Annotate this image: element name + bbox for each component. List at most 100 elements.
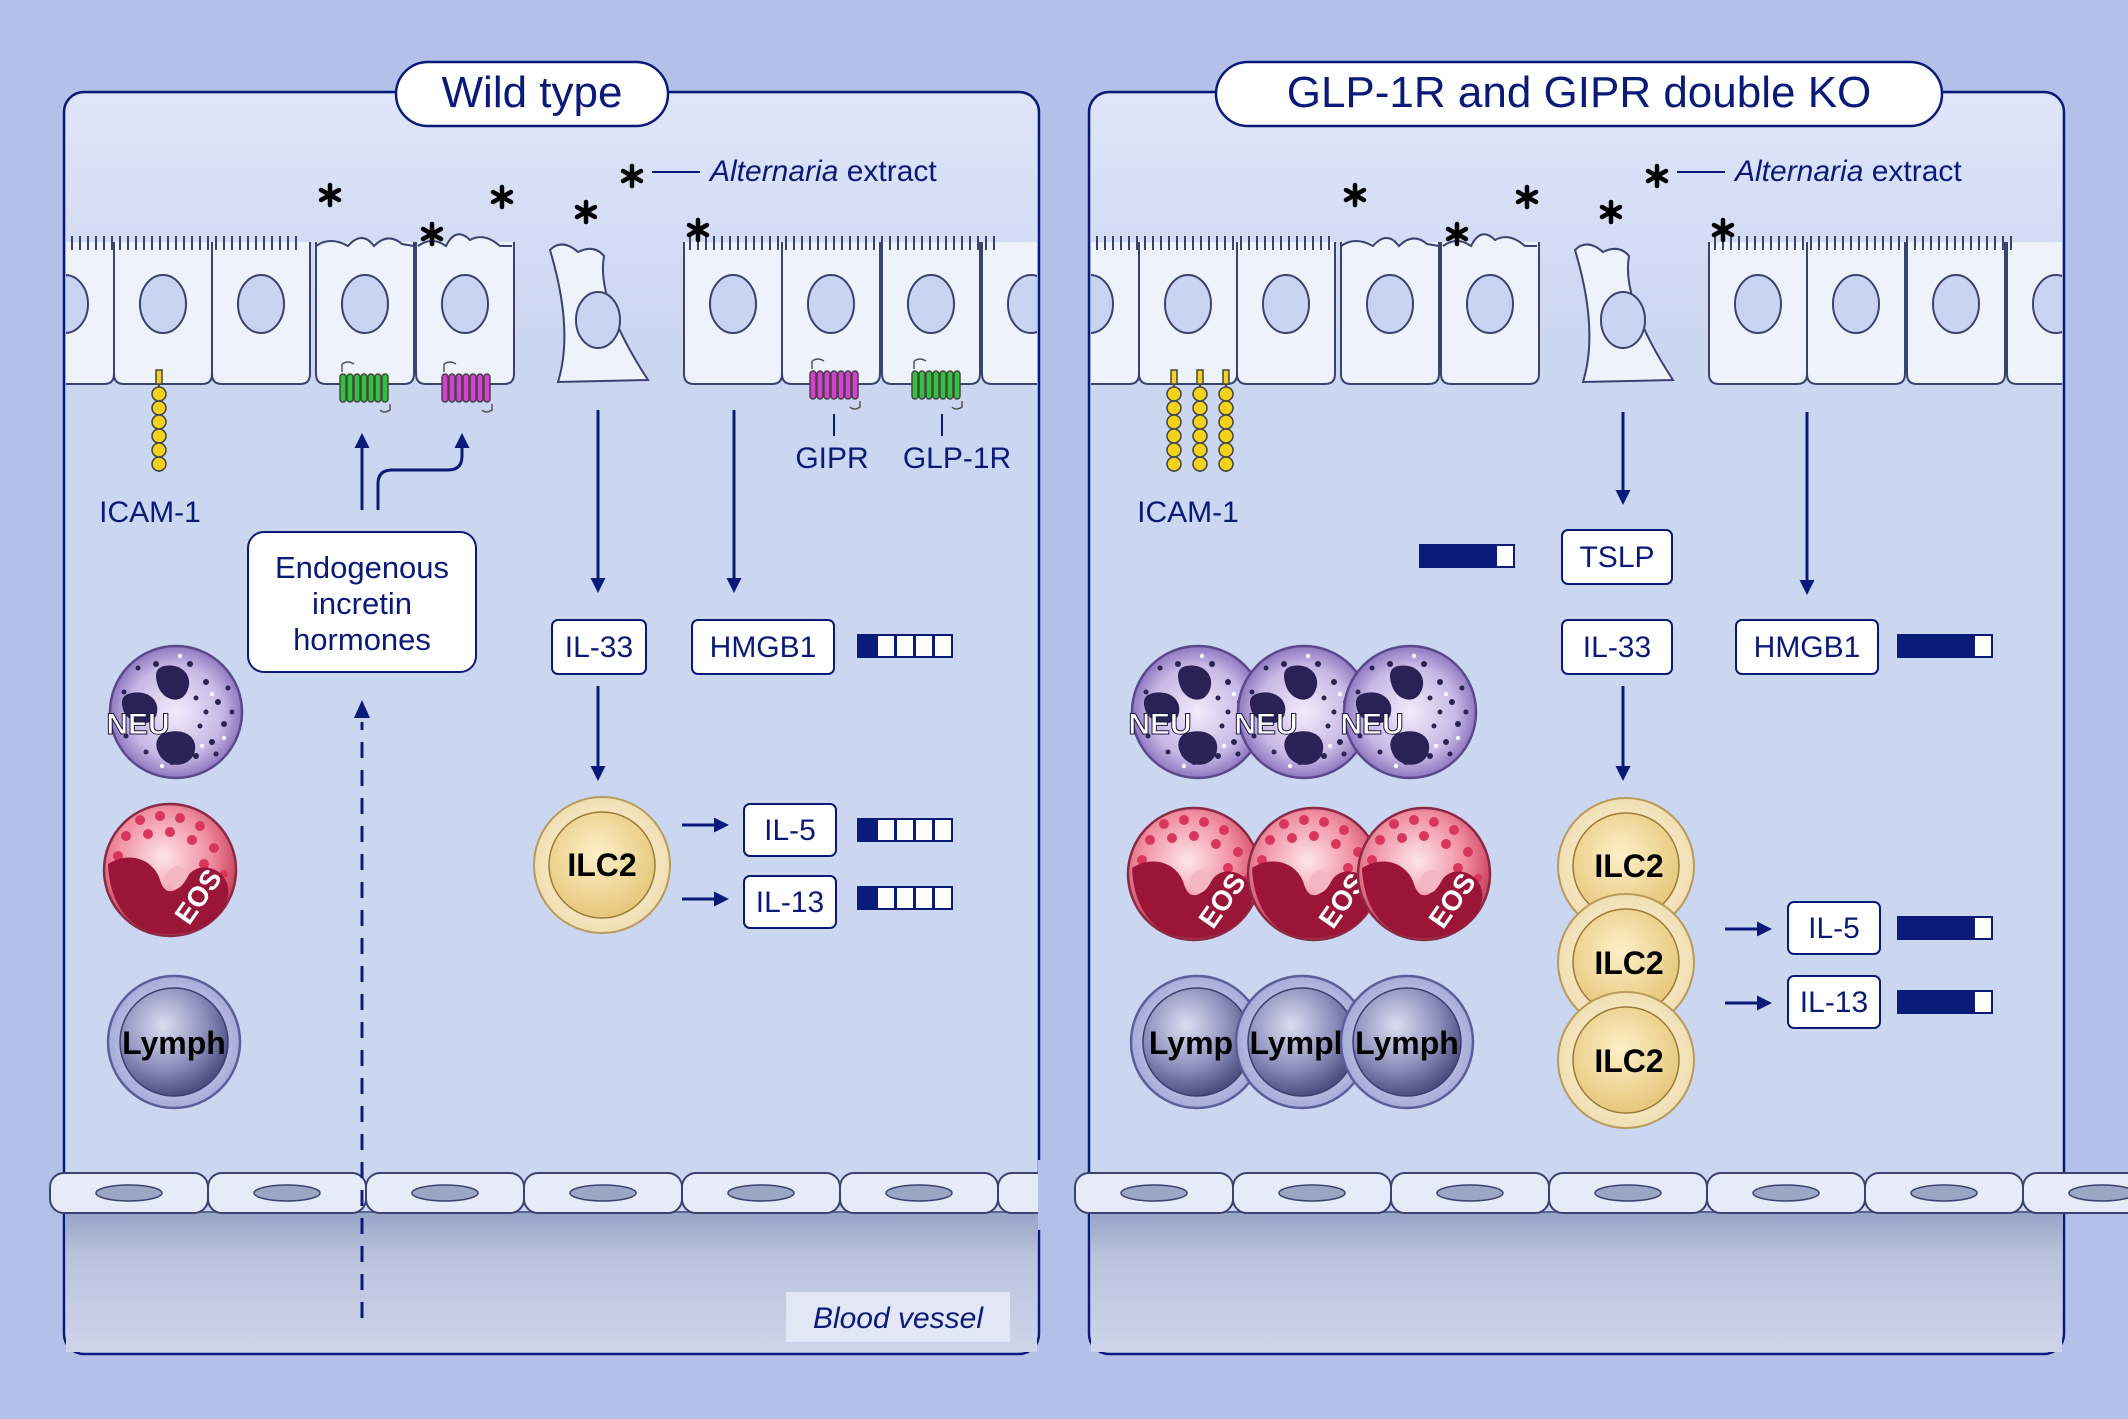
lymphocytes-right: Lymp Lympl Lymph (1129, 974, 1475, 1110)
neutrophils-right: NEU NEU NEU (1128, 644, 1478, 780)
incretin-box: Endogenous incretin hormones (247, 531, 477, 673)
hmgb1-level-right (1897, 634, 1993, 658)
il13-box-left: IL-13 (743, 875, 837, 929)
lymph-label: Lymph (1355, 1025, 1459, 1061)
level-square-empty (1973, 990, 1993, 1014)
eosinophils-right: EOS EOS EOS (1126, 806, 1492, 942)
neu-label: NEU (1340, 708, 1403, 741)
il13-label-left: IL-13 (756, 886, 824, 919)
incretin-line-1: Endogenous (275, 550, 449, 585)
level-square-empty (933, 634, 953, 658)
il5-label-right: IL-5 (1808, 912, 1860, 945)
il5-label-left: IL-5 (764, 814, 816, 847)
lymph-label: Lymp (1149, 1025, 1233, 1061)
level-square-empty (895, 818, 915, 842)
icam1-label-right: ICAM-1 (1137, 496, 1239, 529)
ilc2-label-left: ILC2 (567, 847, 636, 883)
level-square-empty (914, 634, 934, 658)
hmgb1-box-left: HMGB1 (691, 619, 835, 675)
il5-level-right (1897, 916, 1993, 940)
level-square-filled (1476, 544, 1496, 568)
arrows-right (1615, 412, 1815, 1011)
ilc2-label-right: ILC2 (1594, 945, 1663, 981)
tslp-label: TSLP (1579, 541, 1654, 574)
level-square-filled (1457, 544, 1477, 568)
alternaria-label-left: Alternaria extract (708, 155, 937, 188)
neutrophil-left: NEU (106, 644, 244, 780)
il33-box-left: IL-33 (551, 619, 647, 675)
level-square-filled (857, 886, 877, 910)
epithelium-left (66, 233, 1037, 386)
level-square-empty (876, 886, 896, 910)
panel-title-left: Wild type (442, 68, 623, 117)
il5-box-left: IL-5 (743, 803, 837, 857)
incretin-arrowhead (354, 700, 370, 718)
icam1-label-left: ICAM-1 (99, 496, 201, 529)
tslp-box-right: TSLP (1561, 529, 1673, 585)
hmgb1-label-right: HMGB1 (1754, 631, 1861, 664)
tslp-level (1419, 544, 1515, 568)
level-square-empty (914, 886, 934, 910)
lymph-label: Lymph (122, 1025, 226, 1061)
level-square-filled (857, 818, 877, 842)
incretin-line-2: incretin (312, 586, 412, 621)
level-square-filled (1954, 634, 1974, 658)
neu-label: NEU (106, 708, 169, 741)
il5-box-right: IL-5 (1787, 901, 1881, 955)
level-square-empty (895, 634, 915, 658)
panel-title-right: GLP-1R and GIPR double KO (1287, 68, 1872, 117)
gipr-label: GIPR (795, 442, 868, 475)
il33-label-left: IL-33 (565, 631, 633, 664)
il33-label-right: IL-33 (1583, 631, 1651, 664)
level-square-filled (1897, 990, 1917, 1014)
alternaria-label-right: Alternaria extract (1733, 155, 1962, 188)
level-square-empty (914, 818, 934, 842)
level-square-filled (1916, 916, 1936, 940)
il33-box-right: IL-33 (1561, 619, 1673, 675)
level-square-filled (1897, 916, 1917, 940)
level-square-empty (876, 818, 896, 842)
il13-level-right (1897, 990, 1993, 1014)
level-square-filled (1935, 634, 1955, 658)
level-square-filled (1419, 544, 1439, 568)
il5-level-left (857, 818, 953, 842)
title-left: Wild type (394, 60, 670, 128)
level-square-filled (1897, 634, 1917, 658)
lymph-label: Lympl (1249, 1025, 1342, 1061)
il13-label-right: IL-13 (1800, 986, 1868, 1019)
blood-vessel-text: Blood vessel (813, 1302, 984, 1335)
blood-vessel-right (1091, 1211, 2062, 1352)
neu-label: NEU (1128, 708, 1191, 741)
arrows-left (354, 410, 742, 907)
hmgb1-level-left (857, 634, 953, 658)
level-square-filled (1954, 990, 1974, 1014)
ilc2-stack-right: ILC2 ILC2 ILC2 (1557, 797, 1695, 1129)
level-square-filled (1935, 916, 1955, 940)
lymphocyte-left: Lymph (106, 974, 242, 1110)
glp1r-label: GLP-1R (903, 442, 1011, 475)
level-square-filled (1954, 916, 1974, 940)
incretin-line-3: hormones (293, 622, 431, 657)
hmgb1-label-left: HMGB1 (710, 631, 817, 664)
title-right: GLP-1R and GIPR double KO (1214, 60, 1944, 128)
neu-label: NEU (1234, 708, 1297, 741)
level-square-empty (1973, 916, 1993, 940)
level-square-empty (895, 886, 915, 910)
ilc2-label-right: ILC2 (1594, 848, 1663, 884)
level-square-filled (1935, 990, 1955, 1014)
il13-level-left (857, 886, 953, 910)
hmgb1-box-right: HMGB1 (1735, 619, 1879, 675)
ilc2-label-right: ILC2 (1594, 1043, 1663, 1079)
blood-vessel-label: Blood vessel (786, 1292, 1010, 1342)
level-square-empty (1973, 634, 1993, 658)
level-square-empty (933, 886, 953, 910)
eosinophil-left: EOS (102, 802, 238, 938)
level-square-empty (876, 634, 896, 658)
il13-box-right: IL-13 (1787, 975, 1881, 1029)
level-square-filled (1916, 634, 1936, 658)
level-square-filled (1438, 544, 1458, 568)
level-square-filled (857, 634, 877, 658)
ilc2-left: ILC2 (533, 796, 671, 934)
level-square-filled (1916, 990, 1936, 1014)
